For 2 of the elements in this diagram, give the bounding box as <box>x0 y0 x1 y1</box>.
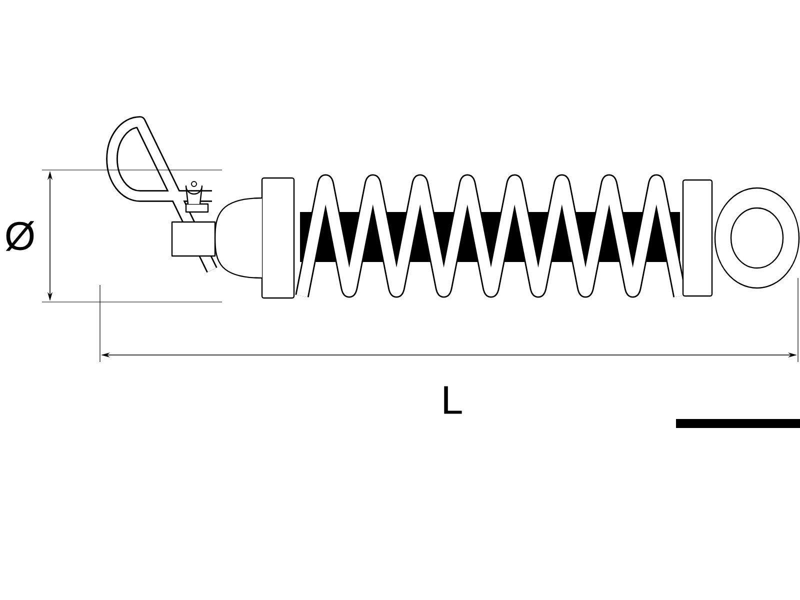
dimension-label: L <box>444 386 462 414</box>
dimension-label: Ø <box>6 221 34 251</box>
